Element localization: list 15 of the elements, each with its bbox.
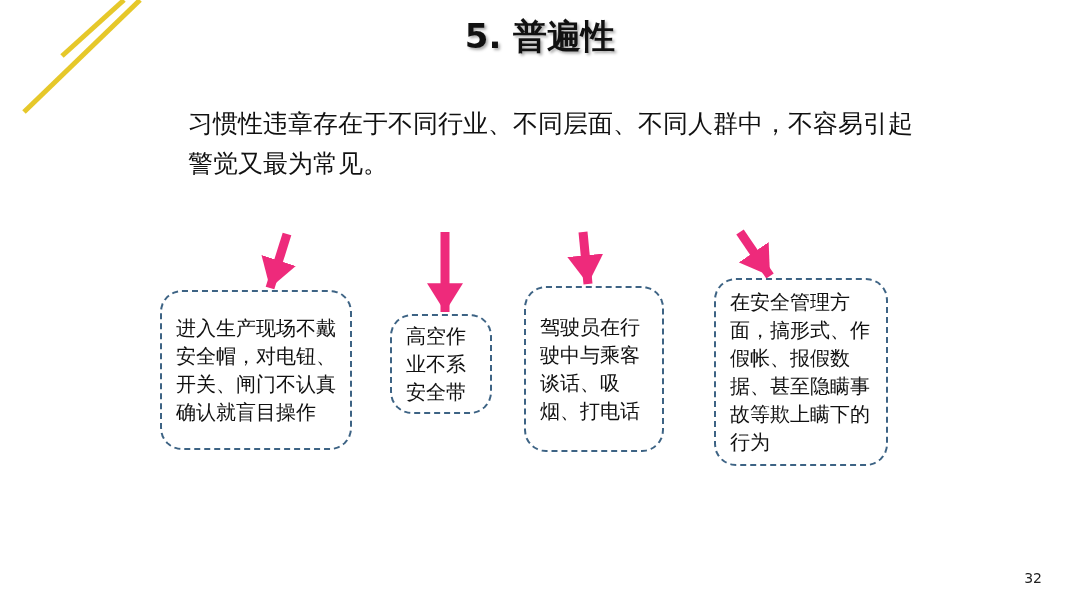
- arrow: [567, 231, 604, 285]
- dashed-rounded-box: [714, 278, 888, 466]
- dashed-rounded-box: [524, 286, 664, 452]
- dashed-rounded-box: [160, 290, 352, 450]
- intro-paragraph: 习惯性违章存在于不同行业、不同层面、不同人群中，不容易引起警觉又最为常见。: [188, 108, 914, 180]
- box-text: 在安全管理方面，搞形式、作假帐、报假数据、甚至隐瞒事故等欺上瞒下的行为: [730, 289, 871, 456]
- page-number: 32: [1024, 570, 1042, 586]
- arrow: [427, 232, 463, 312]
- box-text: 进入生产现场不戴安全帽，对电钮、开关、闸门不认真确认就盲目操作: [176, 315, 336, 426]
- arrow: [736, 229, 774, 279]
- slide-title: 5. 普遍性: [463, 15, 617, 58]
- box-text: 驾驶员在行驶中与乘客谈话、吸烟、打电话: [540, 314, 641, 425]
- box-text: 高空作业不系安全带: [406, 323, 467, 406]
- arrow: [261, 232, 296, 290]
- dashed-rounded-box: [390, 314, 492, 414]
